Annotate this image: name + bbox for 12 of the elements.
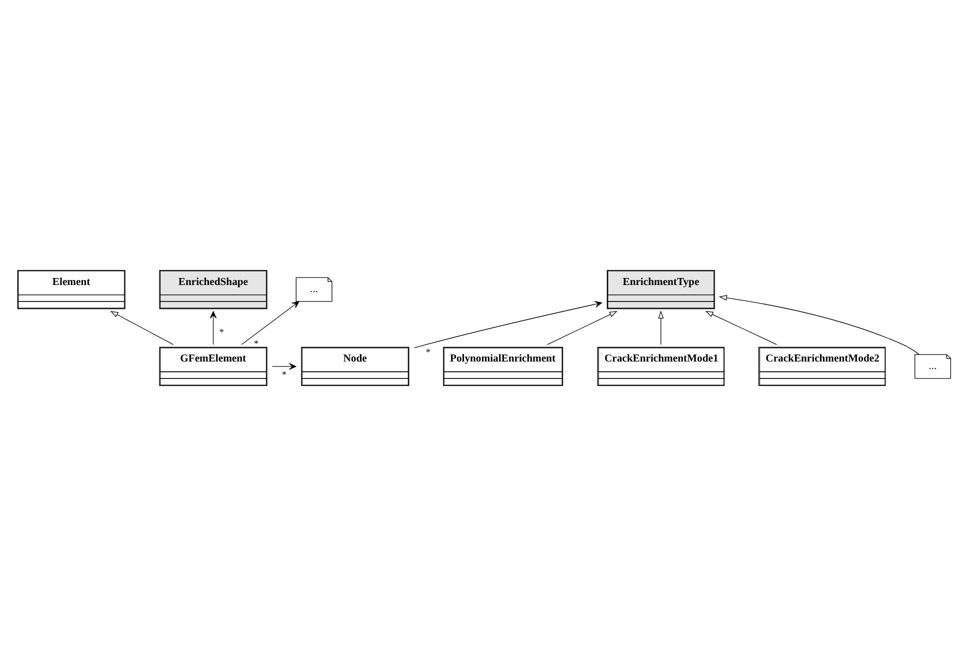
arrow xyxy=(414,300,602,348)
edge-label: * xyxy=(426,348,430,358)
arrow xyxy=(241,300,300,344)
arrow xyxy=(210,310,217,344)
arrow xyxy=(547,310,618,344)
arrow xyxy=(718,294,920,354)
arrow xyxy=(658,310,664,344)
edge-label: * xyxy=(219,328,224,338)
arrow xyxy=(705,310,778,344)
edge-label: * xyxy=(282,370,287,380)
arrow xyxy=(110,310,174,344)
arrow xyxy=(272,362,296,370)
